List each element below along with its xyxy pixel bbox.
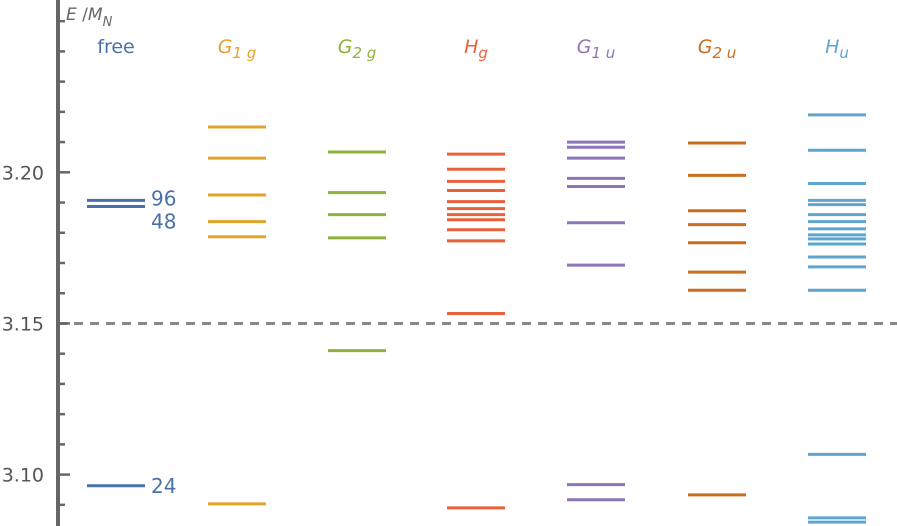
degeneracy-label: 24 <box>151 474 176 498</box>
levels-layer <box>87 113 866 524</box>
series-G2g <box>328 150 386 353</box>
series-Hg <box>447 152 505 510</box>
degeneracy-label: 48 <box>151 210 176 234</box>
y-tick-label: 3.20 <box>2 162 44 184</box>
column-label-Hg: Hg <box>464 36 488 62</box>
column-label-G1g: G1 g <box>218 36 257 62</box>
series-Hu <box>808 113 866 524</box>
y-axis: 3.10 3.15 3.20 E /MN <box>2 0 113 526</box>
series-free <box>87 198 145 488</box>
column-label-Hu: Hu <box>825 36 849 62</box>
y-tick-label: 3.15 <box>2 313 44 335</box>
series-G1u <box>567 140 625 502</box>
series-G1g <box>208 125 266 506</box>
degeneracy-label: 96 <box>151 187 176 211</box>
y-tick-label: 3.10 <box>2 465 44 487</box>
column-label-G2u: G2 u <box>698 36 737 62</box>
series-G2u <box>688 141 746 497</box>
column-label-free: free <box>97 36 134 58</box>
column-label-G1u: G1 u <box>577 36 616 62</box>
y-axis-label: E /MN <box>66 5 113 30</box>
column-label-G2g: G2 g <box>338 36 377 62</box>
